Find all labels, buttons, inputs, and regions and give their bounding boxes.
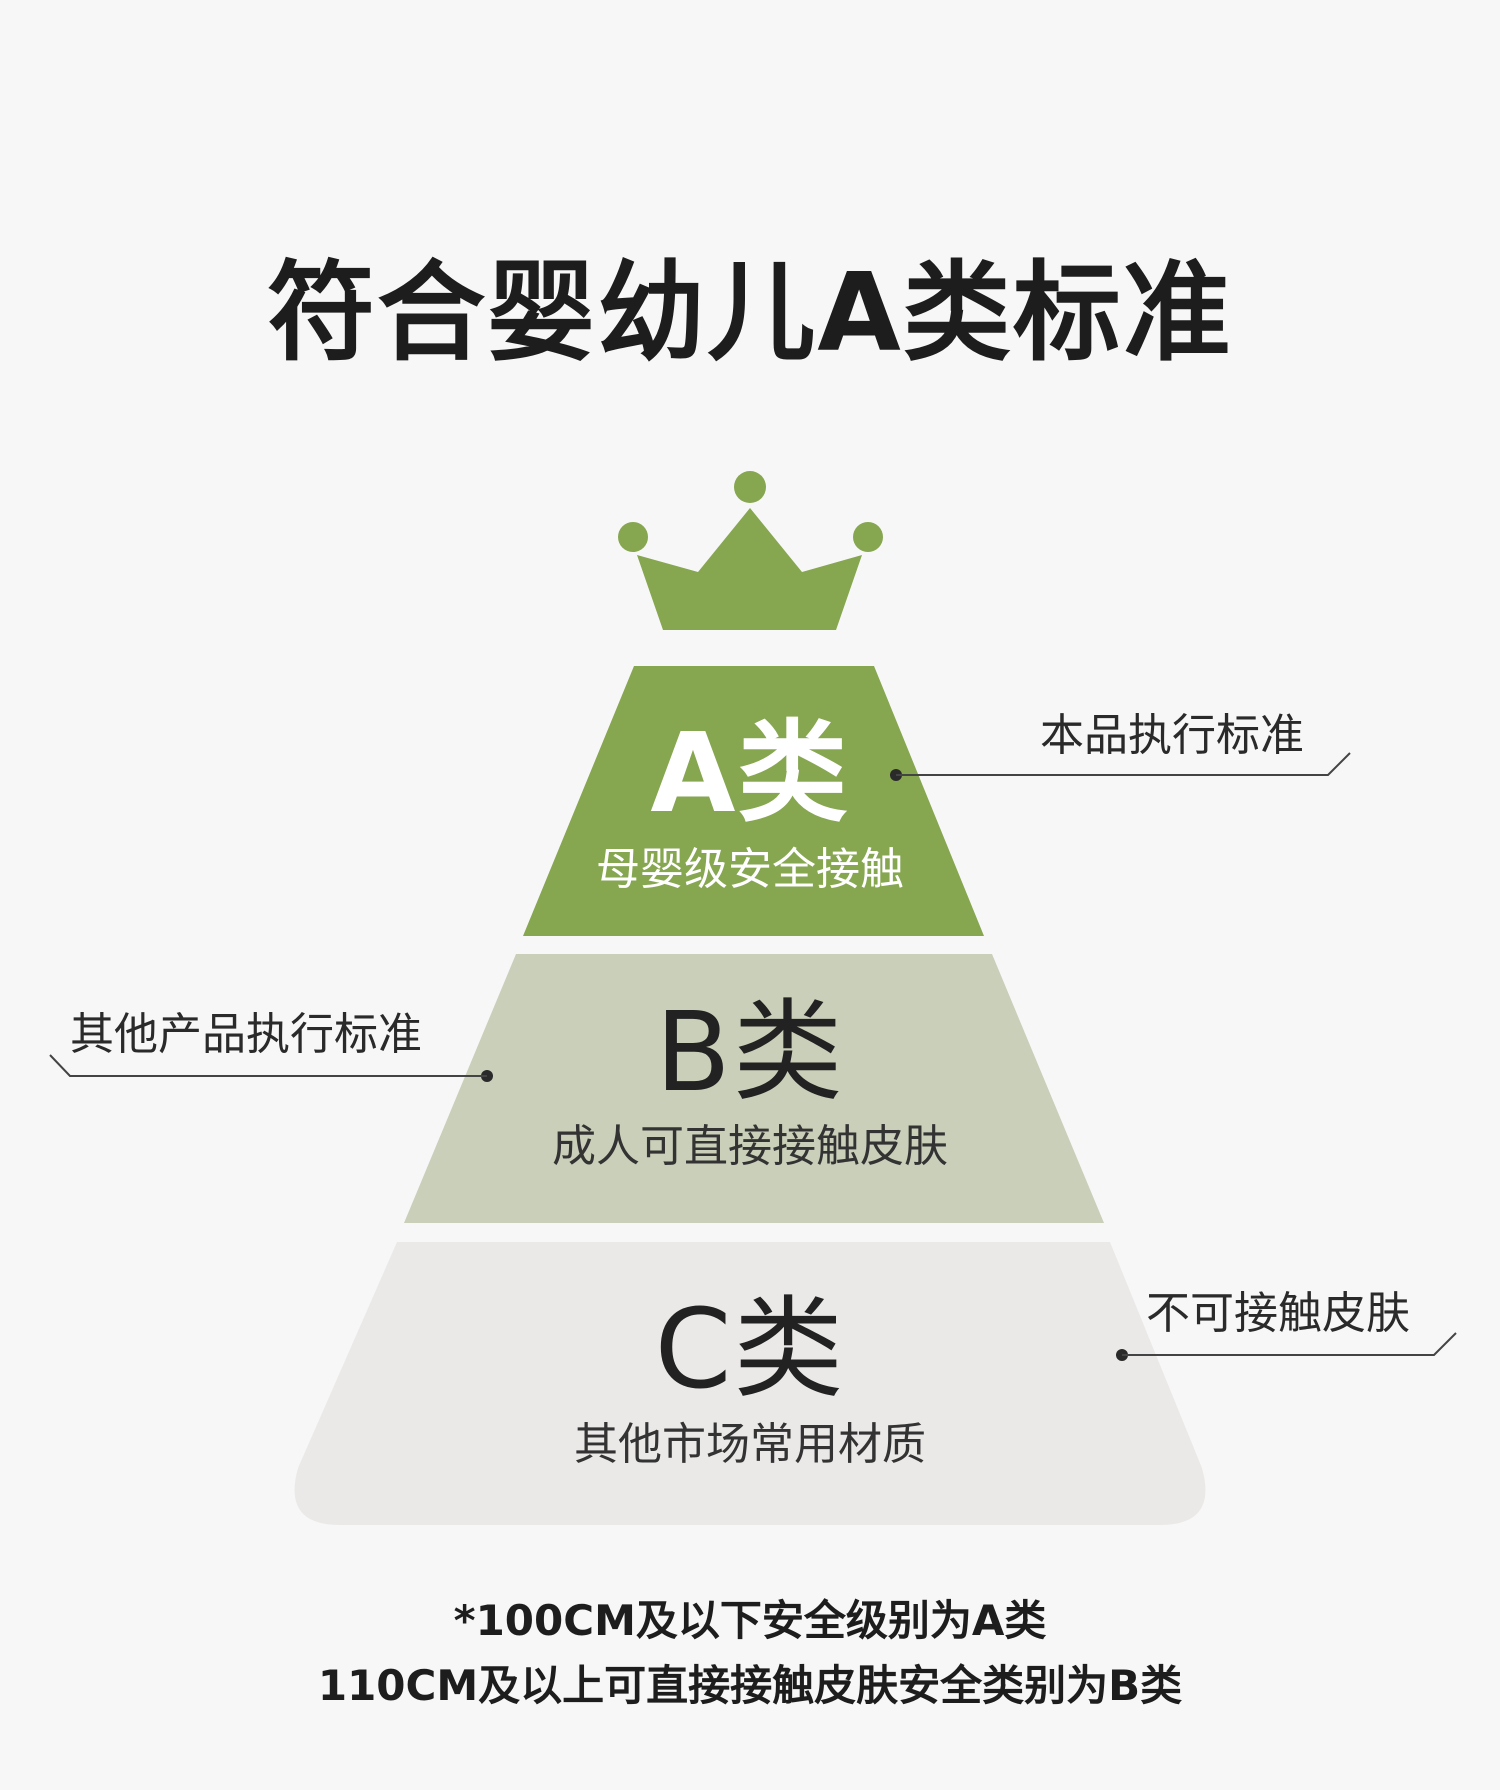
callout-c-text: 不可接触皮肤 — [1146, 1288, 1410, 1339]
crown-jewel-left — [618, 522, 648, 552]
tier-c-label: C类 — [654, 1285, 846, 1413]
tier-c-description: 其他市场常用材质 — [574, 1419, 926, 1470]
page-title: 符合婴幼儿A类标准 — [267, 251, 1233, 376]
tier-a-label: A类 — [650, 709, 850, 837]
callout-a-text: 本品执行标准 — [1040, 710, 1304, 761]
crown-jewel-center — [734, 471, 766, 503]
crown-icon — [618, 471, 883, 630]
callout-c-line — [1116, 1332, 1457, 1361]
callout-b-text: 其他产品执行标准 — [70, 1009, 422, 1060]
footnote-line-1: *100CM及以下安全级别为A类 — [453, 1596, 1047, 1645]
tier-b-shape — [404, 954, 1104, 1223]
callout-a-line — [890, 752, 1351, 781]
tier-b-label: B类 — [655, 988, 845, 1116]
tier-a-description: 母婴级安全接触 — [596, 844, 904, 895]
crown-jewel-right — [853, 522, 883, 552]
footnote-line-2: 110CM及以上可直接接触皮肤安全类别为B类 — [317, 1661, 1183, 1710]
crown-body — [637, 508, 862, 630]
callout-b-line — [49, 1054, 493, 1082]
tier-b-description: 成人可直接接触皮肤 — [552, 1121, 948, 1172]
tier-a-shape — [523, 666, 984, 936]
tier-c-shape — [294, 1242, 1206, 1525]
